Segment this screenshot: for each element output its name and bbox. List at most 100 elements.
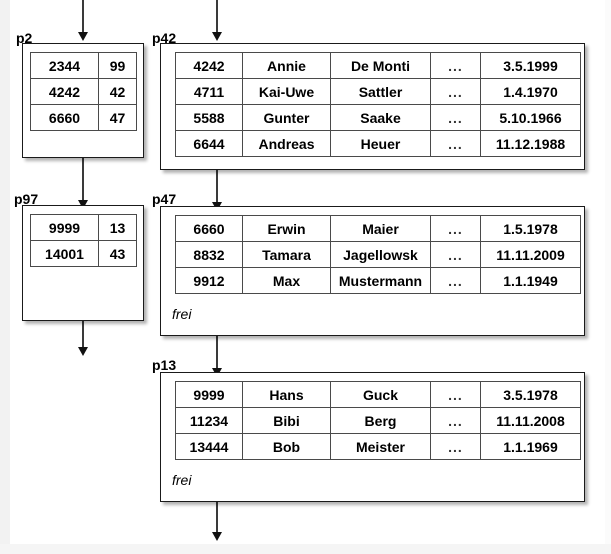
record-table-p13: 9999 Hans Guck ... 3.5.1978 11234 Bibi B… <box>175 381 581 460</box>
cell-id: 6644 <box>175 130 243 157</box>
page-margin-right <box>605 0 611 554</box>
page-label-p13: p13 <box>152 357 177 373</box>
cell-pointer: 13 <box>98 214 137 241</box>
table-row[interactable]: 4711 Kai-Uwe Sattler ... 1.4.1970 <box>175 78 581 105</box>
cell-date: 1.5.1978 <box>480 215 581 242</box>
arrow-head <box>78 200 88 209</box>
free-space-label-p13: frei <box>172 472 192 488</box>
table-row[interactable]: 9912 Max Mustermann ... 1.1.1949 <box>175 267 581 294</box>
table-row[interactable]: 6644 Andreas Heuer ... 11.12.1988 <box>175 130 581 157</box>
cell-pointer: 43 <box>98 240 137 267</box>
cell-date: 3.5.1978 <box>480 381 581 408</box>
cell-date: 11.11.2008 <box>480 407 581 434</box>
cell-firstname: Bob <box>242 433 331 460</box>
cell-date: 11.11.2009 <box>480 241 581 268</box>
arrow-shaft <box>216 336 218 370</box>
cell-key: 14001 <box>30 240 99 267</box>
cell-id: 5588 <box>175 104 243 131</box>
cell-lastname: Saake <box>330 104 431 131</box>
table-row[interactable]: 9999 Hans Guck ... 3.5.1978 <box>175 381 581 408</box>
record-table-p42: 4242 Annie De Monti ... 3.5.1999 4711 Ka… <box>175 52 581 157</box>
cell-key: 4242 <box>30 78 99 105</box>
record-table-p47: 6660 Erwin Maier ... 1.5.1978 8832 Tamar… <box>175 215 581 294</box>
arrow-shaft <box>216 0 218 34</box>
table-row[interactable]: 2344 99 <box>30 52 137 79</box>
cell-id: 9999 <box>175 381 243 408</box>
record-table-p2: 2344 99 4242 42 6660 47 <box>30 52 137 131</box>
page-label-p47: p47 <box>152 191 177 207</box>
cell-id: 8832 <box>175 241 243 268</box>
cell-date: 1.1.1969 <box>480 433 581 460</box>
free-space-label-p47: frei <box>172 306 192 322</box>
cell-firstname: Gunter <box>242 104 331 131</box>
cell-firstname: Max <box>242 267 331 294</box>
table-row[interactable]: 4242 42 <box>30 78 137 105</box>
table-row[interactable]: 5588 Gunter Saake ... 5.10.1966 <box>175 104 581 131</box>
cell-lastname: Heuer <box>330 130 431 157</box>
page-label-p2: p2 <box>16 30 33 46</box>
arrow-head <box>78 32 88 41</box>
table-row[interactable]: 8832 Tamara Jagellowsk ... 11.11.2009 <box>175 241 581 268</box>
table-row[interactable]: 6660 Erwin Maier ... 1.5.1978 <box>175 215 581 242</box>
cell-id: 9912 <box>175 267 243 294</box>
cell-lastname: Jagellowsk <box>330 241 431 268</box>
cell-id: 13444 <box>175 433 243 460</box>
table-row[interactable]: 13444 Bob Meister ... 1.1.1969 <box>175 433 581 460</box>
arrow-shaft <box>82 158 84 202</box>
arrow-shaft <box>216 502 218 534</box>
cell-id: 6660 <box>175 215 243 242</box>
cell-more: ... <box>430 104 481 131</box>
cell-firstname: Erwin <box>242 215 331 242</box>
cell-more: ... <box>430 215 481 242</box>
cell-lastname: Maier <box>330 215 431 242</box>
record-table-p97: 9999 13 14001 43 <box>30 214 137 267</box>
cell-more: ... <box>430 381 481 408</box>
cell-lastname: Sattler <box>330 78 431 105</box>
cell-key: 2344 <box>30 52 99 79</box>
cell-key: 9999 <box>30 214 99 241</box>
cell-date: 11.12.1988 <box>480 130 581 157</box>
cell-id: 11234 <box>175 407 243 434</box>
table-row[interactable]: 11234 Bibi Berg ... 11.11.2008 <box>175 407 581 434</box>
cell-lastname: Meister <box>330 433 431 460</box>
page-margin-left <box>0 0 10 554</box>
arrow-head <box>212 532 222 541</box>
cell-date: 1.4.1970 <box>480 78 581 105</box>
arrow-head <box>212 32 222 41</box>
cell-more: ... <box>430 407 481 434</box>
cell-pointer: 47 <box>98 104 137 131</box>
cell-pointer: 99 <box>98 52 137 79</box>
cell-more: ... <box>430 267 481 294</box>
cell-id: 4242 <box>175 52 243 79</box>
table-row[interactable]: 4242 Annie De Monti ... 3.5.1999 <box>175 52 581 79</box>
cell-date: 3.5.1999 <box>480 52 581 79</box>
page-label-p42: p42 <box>152 30 177 46</box>
arrow-head <box>78 347 88 356</box>
arrow-shaft <box>216 170 218 204</box>
cell-id: 4711 <box>175 78 243 105</box>
cell-firstname: Hans <box>242 381 331 408</box>
page-margin-bottom <box>0 544 611 554</box>
cell-lastname: De Monti <box>330 52 431 79</box>
cell-date: 1.1.1949 <box>480 267 581 294</box>
cell-more: ... <box>430 433 481 460</box>
cell-lastname: Berg <box>330 407 431 434</box>
table-row[interactable]: 9999 13 <box>30 214 137 241</box>
arrow-shaft <box>82 321 84 349</box>
cell-lastname: Guck <box>330 381 431 408</box>
cell-firstname: Andreas <box>242 130 331 157</box>
cell-firstname: Tamara <box>242 241 331 268</box>
cell-more: ... <box>430 130 481 157</box>
cell-more: ... <box>430 78 481 105</box>
table-row[interactable]: 14001 43 <box>30 240 137 267</box>
cell-key: 6660 <box>30 104 99 131</box>
cell-firstname: Bibi <box>242 407 331 434</box>
page-label-p97: p97 <box>14 191 39 207</box>
cell-lastname: Mustermann <box>330 267 431 294</box>
cell-pointer: 42 <box>98 78 137 105</box>
cell-firstname: Annie <box>242 52 331 79</box>
arrow-shaft <box>82 0 84 34</box>
table-row[interactable]: 6660 47 <box>30 104 137 131</box>
cell-date: 5.10.1966 <box>480 104 581 131</box>
